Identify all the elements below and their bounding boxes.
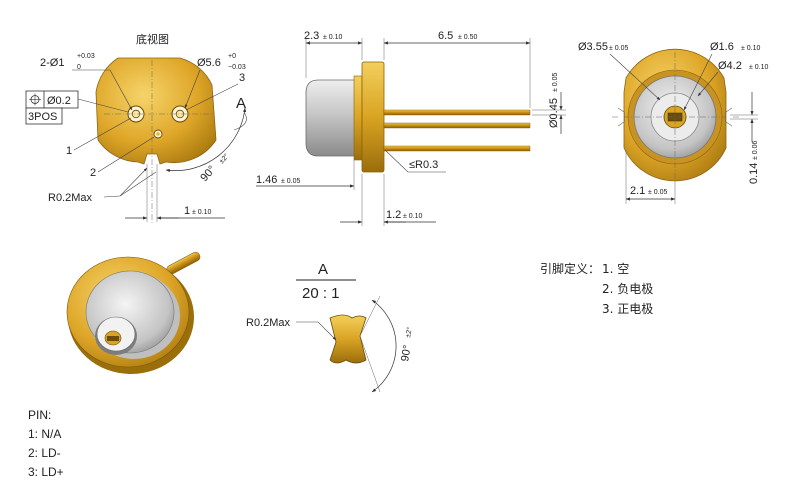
detail-scale: 20 : 1 bbox=[302, 285, 340, 302]
pcd-tol-upper: +0 bbox=[228, 53, 236, 60]
flange-thickness-tol: ± 0.10 bbox=[403, 213, 423, 220]
pin-diameter: Ø0.45 bbox=[548, 98, 560, 128]
cap-diameter-tol: ± 0.10 bbox=[749, 64, 769, 71]
pin-definition-item-1: 1. 空 bbox=[602, 262, 630, 276]
position-tolerance-value: Ø0.2 bbox=[47, 95, 71, 107]
flange-to-cap: 1.46 bbox=[256, 174, 277, 186]
side-view: 2.3 ± 0.10 6.5 ± 0.50 Ø0.45 ± 0.05 1.46 … bbox=[256, 30, 566, 226]
bottom-radius-note: R0.2Max bbox=[48, 192, 93, 204]
pin-2 bbox=[153, 129, 163, 139]
pin-definition: 引脚定义： 1. 空 2. 负电极 3. 正电极 bbox=[540, 259, 653, 319]
position-count: 3POS bbox=[28, 111, 57, 123]
pin-diameter-tol: ± 0.05 bbox=[552, 72, 559, 92]
detail-title-marker: A bbox=[318, 261, 328, 278]
bottom-view: 底视图 2-Ø1 +0.03 0 Ø5.6 +0 −0.03 bbox=[25, 32, 247, 225]
side-pin-2 bbox=[383, 122, 531, 129]
pin-label-3: 3 bbox=[239, 72, 245, 84]
notch-width: 1 bbox=[184, 205, 190, 217]
cap-diameter: Ø4.2 bbox=[718, 60, 742, 72]
side-pin-1 bbox=[383, 109, 531, 116]
pin-definition-item-3: 3. 正电极 bbox=[602, 302, 654, 316]
emitter-height-tol: ± 0.06 bbox=[752, 140, 759, 160]
render-pin bbox=[166, 251, 201, 275]
emitter-offset: 2.1 bbox=[630, 185, 645, 197]
side-flange bbox=[361, 61, 385, 173]
notch-width-tol: ± 0.10 bbox=[192, 209, 212, 216]
pin-definition-heading: 引脚定义： bbox=[540, 262, 601, 276]
pin-definition-item-2: 2. 负电极 bbox=[602, 282, 654, 296]
pin-length-tol: ± 0.50 bbox=[458, 34, 478, 41]
bottom-view-title: 底视图 bbox=[136, 32, 169, 46]
hole-tol-lower: 0 bbox=[77, 64, 81, 71]
pcd-dimension: Ø5.6 bbox=[197, 57, 221, 69]
front-view: Ø3.55 ± 0.05 Ø1.6 ± 0.10 Ø4.2 ± 0.10 2.1… bbox=[578, 41, 769, 204]
detail-angle: 90° bbox=[399, 344, 414, 362]
pin-label-1: 1 bbox=[66, 145, 72, 157]
bottom-view-flange bbox=[95, 57, 217, 165]
window-diameter: Ø3.55 bbox=[578, 41, 608, 53]
bottom-angle-tol: ±2° bbox=[218, 152, 231, 165]
side-ring bbox=[353, 75, 363, 161]
side-cap bbox=[305, 79, 357, 157]
fillet-note: ≤R0.3 bbox=[409, 159, 438, 171]
window-diameter-tol: ± 0.05 bbox=[609, 45, 629, 52]
pin-legend-item-3: 3: LD+ bbox=[28, 465, 64, 479]
flange-thickness: 1.2 bbox=[386, 209, 401, 221]
bottom-angle: 90° bbox=[198, 164, 218, 184]
cap-length: 2.3 bbox=[304, 30, 319, 42]
emitter-height: 0.14 bbox=[748, 163, 760, 184]
hole-dimension: 2-Ø1 bbox=[40, 57, 64, 69]
detail-view: A 20 : 1 R0.2Max 90° ±2° bbox=[246, 261, 414, 393]
pin-length: 6.5 bbox=[438, 30, 453, 42]
cap-length-tol: ± 0.10 bbox=[323, 34, 343, 41]
pin-legend-heading: PIN: bbox=[28, 408, 52, 422]
detail-marker: A bbox=[236, 95, 246, 112]
side-pin-3 bbox=[383, 145, 531, 152]
pin-legend: PIN: 1: N/A 2: LD- 3: LD+ bbox=[28, 406, 64, 482]
isometric-render bbox=[66, 251, 201, 374]
pin-legend-item-2: 2: LD- bbox=[28, 446, 61, 460]
pin-label-2: 2 bbox=[90, 167, 96, 179]
detail-angle-tol: ±2° bbox=[404, 326, 414, 338]
emitter-offset-tol: ± 0.05 bbox=[648, 189, 668, 196]
hole-tol-upper: +0.03 bbox=[77, 53, 95, 60]
position-tolerance-frame: Ø0.2 3POS bbox=[25, 90, 129, 125]
pcd-tol-lower: −0.03 bbox=[228, 64, 246, 71]
chip-diameter-tol: ± 0.10 bbox=[741, 45, 761, 52]
detail-notch bbox=[329, 314, 367, 364]
detail-radius-note: R0.2Max bbox=[246, 317, 291, 329]
flange-to-cap-tol: ± 0.05 bbox=[281, 178, 301, 185]
chip-diameter: Ø1.6 bbox=[710, 41, 734, 53]
pin-legend-item-1: 1: N/A bbox=[28, 427, 62, 441]
